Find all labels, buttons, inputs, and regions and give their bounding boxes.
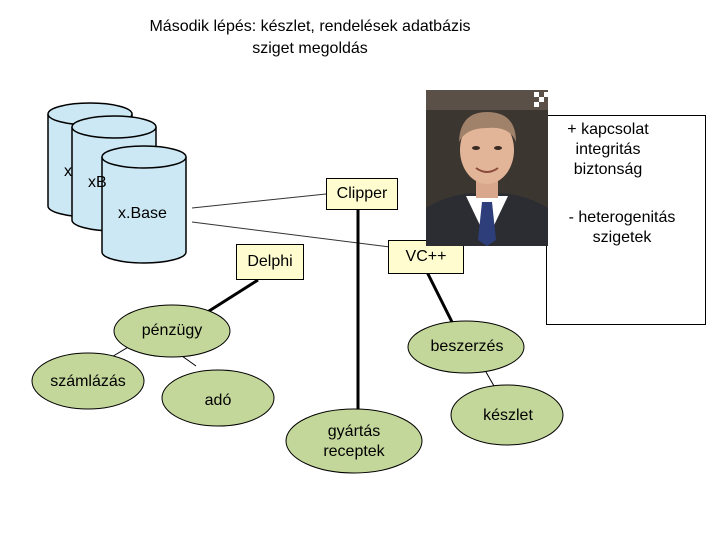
notes-plus: + kapcsolat integritás biztonság xyxy=(553,120,663,180)
title-line-2: sziget megoldás xyxy=(252,40,368,57)
box-clipper: Clipper xyxy=(326,178,398,210)
ellipse-beszerzes xyxy=(407,320,525,374)
box-vcpp-label: VC++ xyxy=(405,248,447,265)
ellipse-ado-label: adó xyxy=(204,392,232,409)
box-delphi: Delphi xyxy=(236,244,304,280)
ellipse-gyartas xyxy=(285,408,423,474)
slide-title: Második lépés: készlet, rendelések adatb… xyxy=(0,16,620,60)
ellipse-gyartas-label: gyártás receptek xyxy=(304,422,404,462)
box-clipper-label: Clipper xyxy=(336,185,388,202)
ellipse-penzugy xyxy=(113,304,231,358)
connector-xbase-vcpp xyxy=(191,221,399,249)
ellipse-szamlazas-label: számlázás xyxy=(50,373,126,390)
ellipse-gyartas-line-2: receptek xyxy=(323,443,385,460)
box-delphi-label: Delphi xyxy=(247,253,293,270)
ellipse-keszlet-label: készlet xyxy=(483,407,533,424)
connector-xbase-clipper xyxy=(191,193,327,209)
portrait-illustration xyxy=(426,90,548,246)
ellipse-penzugy-label: pénzügy xyxy=(141,322,203,339)
ellipse-szamlazas xyxy=(31,352,145,410)
database-label-3: x.Base xyxy=(118,205,167,222)
notes-plus-line-1: + kapcsolat xyxy=(567,121,649,138)
ellipse-gyartas-line-1: gyártás xyxy=(327,423,381,440)
ellipse-ado xyxy=(161,369,275,427)
notes-minus-line-1: - heterogenitás xyxy=(568,209,676,226)
database-cylinder-3 xyxy=(101,145,187,264)
database-label-2: xB xyxy=(88,174,107,191)
portrait-photo xyxy=(426,90,548,246)
title-line-1: Második lépés: készlet, rendelések adatb… xyxy=(149,18,471,35)
database-label-1: x xyxy=(64,163,72,180)
ellipse-keszlet xyxy=(450,384,564,446)
ellipse-beszerzes-label: beszerzés xyxy=(430,338,504,355)
connector-penzugy-ado xyxy=(181,355,197,367)
notes-minus: - heterogenitás szigetek xyxy=(553,208,691,248)
connector-vcpp-beszerzes xyxy=(424,269,454,323)
connector-beszerzes-keszlet xyxy=(485,371,495,387)
notes-box: + kapcsolat integritás biztonság - heter… xyxy=(546,115,706,325)
notes-plus-line-3: biztonság xyxy=(573,161,643,178)
notes-plus-line-2: integritás xyxy=(575,141,641,158)
notes-minus-line-2: szigetek xyxy=(592,229,652,246)
